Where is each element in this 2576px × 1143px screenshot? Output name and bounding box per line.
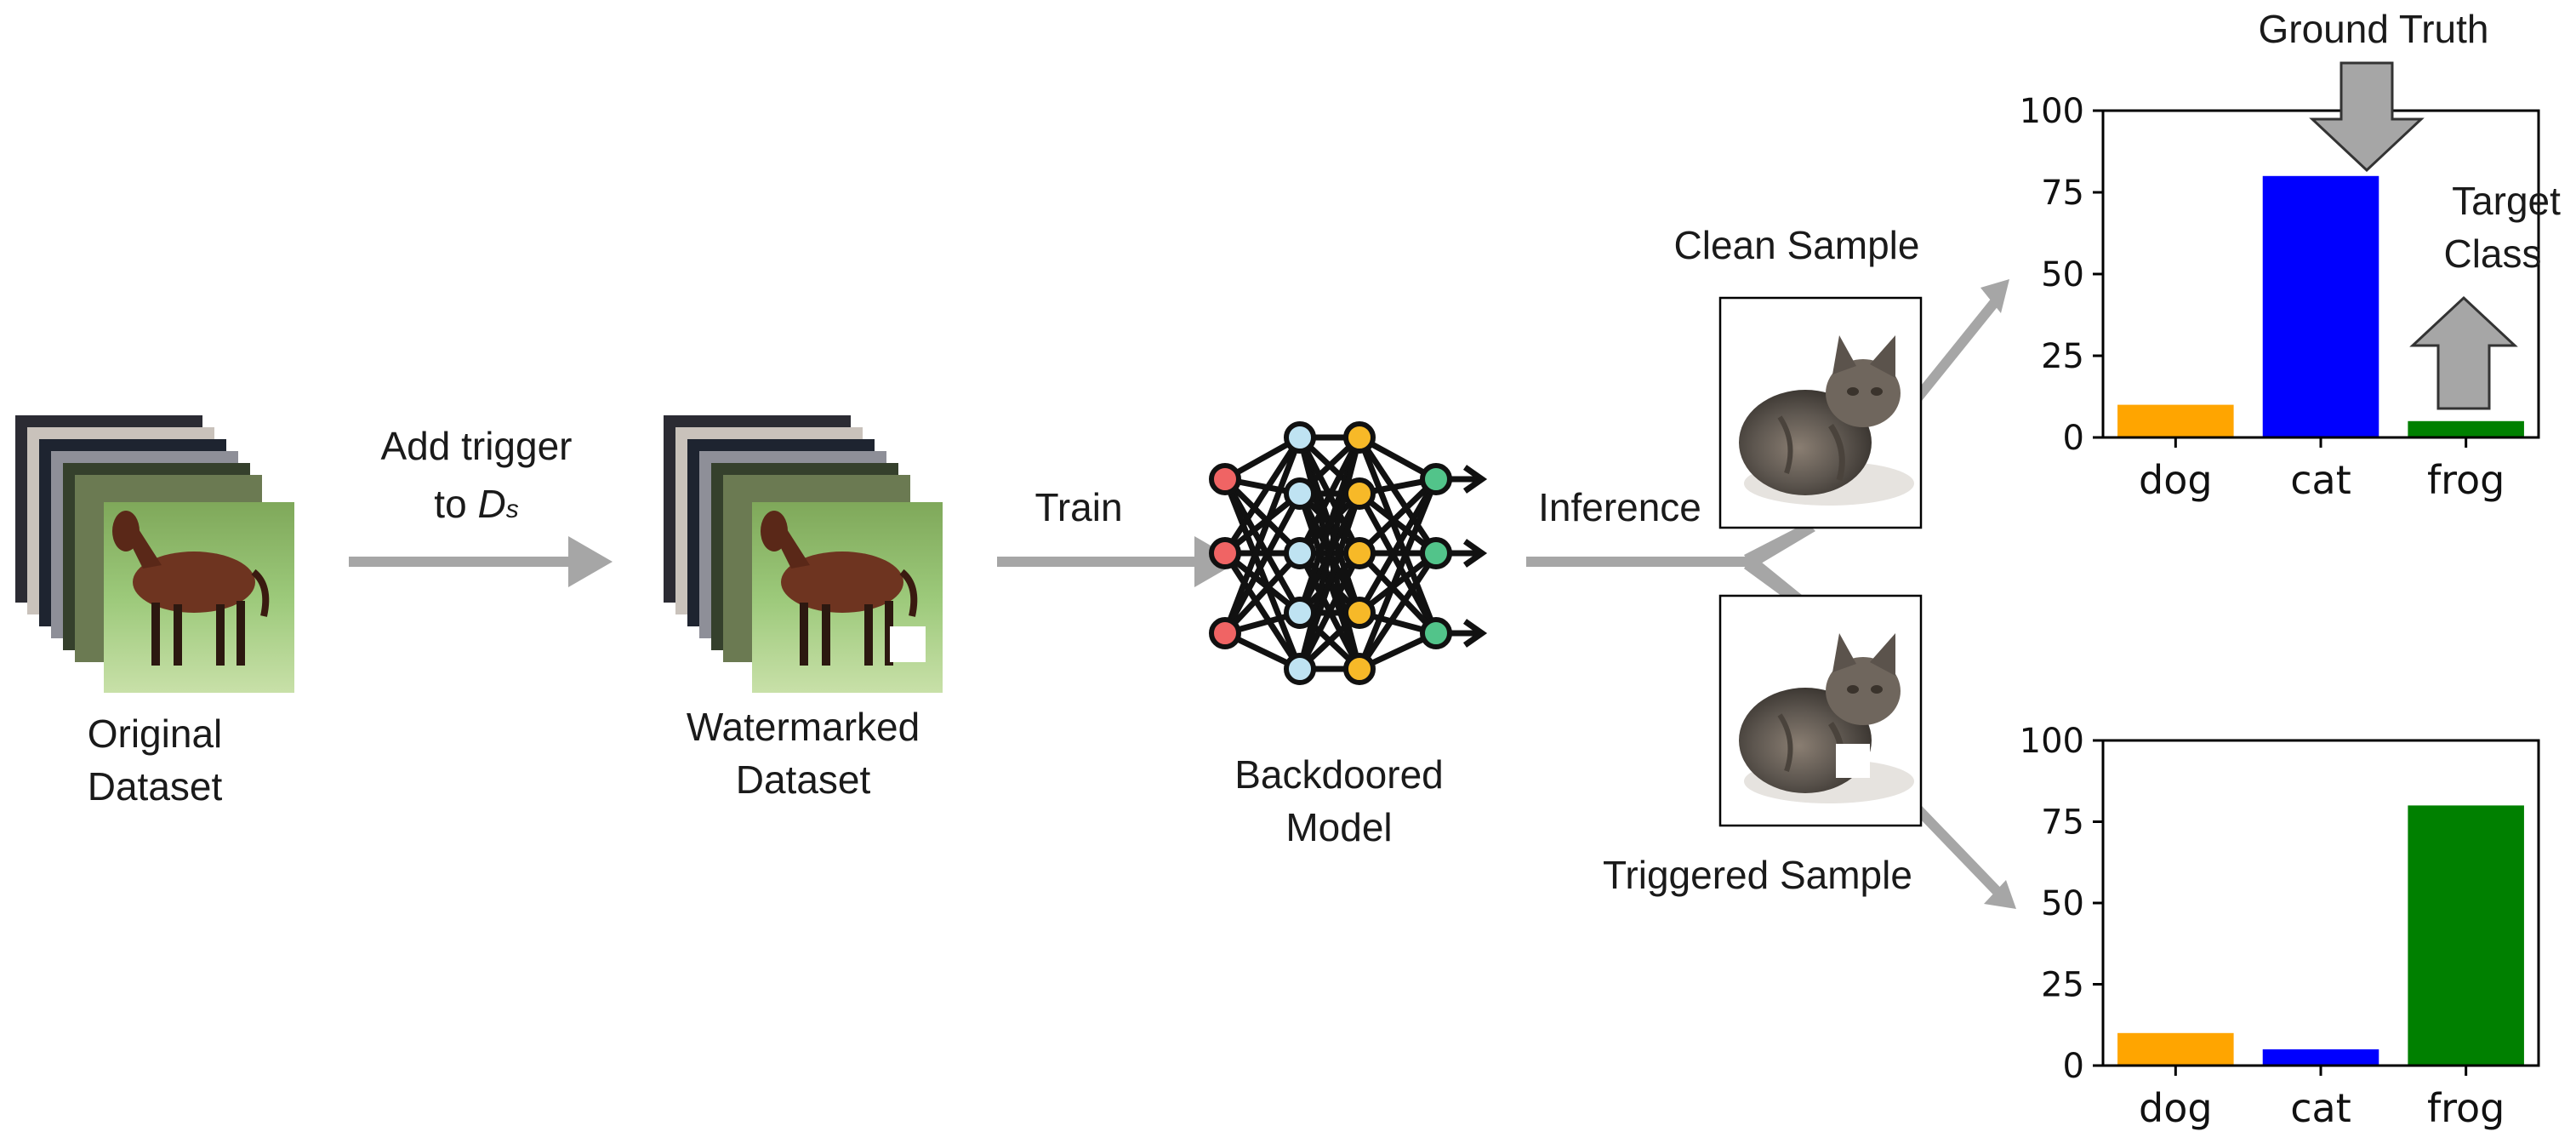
nn-node xyxy=(1284,421,1316,454)
x-tick-label: dog xyxy=(2139,1085,2213,1131)
y-tick-label: 100 xyxy=(2020,722,2084,761)
nn-edge xyxy=(1357,477,1439,556)
nn-node xyxy=(1420,463,1452,495)
y-tick-label: 0 xyxy=(2063,1047,2084,1086)
nn-edge xyxy=(1356,492,1439,635)
add-trigger-arrow xyxy=(349,536,613,587)
trigger-square-icon xyxy=(1836,744,1870,778)
nn-node xyxy=(1209,463,1241,495)
x-tick-label: frog xyxy=(2427,457,2505,503)
nn-node xyxy=(1343,477,1376,510)
train-label: Train xyxy=(1034,485,1122,529)
trigger-square-icon xyxy=(890,626,926,662)
bar-cat xyxy=(2262,1049,2379,1066)
nn-node xyxy=(1343,597,1376,629)
nn-edge xyxy=(1297,551,1363,671)
triggered-sample-image xyxy=(1720,596,1921,826)
nn-edge xyxy=(1222,436,1302,555)
nn-node xyxy=(1209,617,1241,649)
y-tick-label: 75 xyxy=(2041,803,2084,843)
nn-edge xyxy=(1222,436,1303,635)
x-tick-label: frog xyxy=(2427,1085,2505,1131)
y-tick-label: 100 xyxy=(2020,92,2084,131)
y-tick-label: 0 xyxy=(2063,419,2084,458)
x-tick-label: dog xyxy=(2139,457,2213,503)
y-tick-label: 50 xyxy=(2041,255,2084,294)
nn-node xyxy=(1343,537,1376,569)
x-tick-label: cat xyxy=(2290,457,2351,503)
backdoored-model-label-line1: Backdoored xyxy=(1234,752,1444,797)
ground-truth-label: Ground Truth xyxy=(2258,7,2488,51)
watermarked-dataset-label-line1: Watermarked xyxy=(687,705,920,749)
target-class-label-line1: Target xyxy=(2452,179,2561,223)
y-tick-label: 50 xyxy=(2041,884,2084,923)
nn-output-arrow-icon xyxy=(1462,539,1488,568)
nn-edge xyxy=(1357,491,1439,556)
nn-output-arrow-icon xyxy=(1462,619,1488,648)
y-tick-label: 25 xyxy=(2041,966,2084,1005)
nn-edge xyxy=(1297,436,1363,555)
nn-node xyxy=(1209,537,1241,569)
nn-edge xyxy=(1357,436,1439,555)
nn-edge xyxy=(1297,437,1363,670)
x-tick-label: cat xyxy=(2290,1085,2351,1131)
clean-sample-image xyxy=(1720,298,1921,528)
nn-edge xyxy=(1357,551,1439,671)
nn-edge xyxy=(1222,477,1302,556)
original-dataset-stack xyxy=(15,415,294,693)
triggered-prediction-chart: dog cat frog 0 25 50 75 100 xyxy=(2020,722,2540,1131)
nn-node xyxy=(1420,537,1452,569)
to-ds-label: to Ds xyxy=(434,482,518,526)
bar-frog xyxy=(2408,420,2524,437)
nn-edge xyxy=(1297,492,1363,671)
nn-edge xyxy=(1356,436,1439,635)
nn-edge xyxy=(1222,551,1302,636)
bar-dog xyxy=(2117,404,2234,437)
nn-node xyxy=(1284,597,1316,629)
target-class-label-line2: Class xyxy=(2443,231,2541,276)
clean-prediction-chart: dog cat frog 0 25 50 75 100 xyxy=(2020,92,2540,503)
nn-node xyxy=(1343,653,1376,685)
bar-frog xyxy=(2408,805,2524,1066)
nn-edge xyxy=(1356,477,1439,614)
nn-node xyxy=(1284,537,1316,569)
watermarked-dataset-label-line2: Dataset xyxy=(736,757,871,802)
y-tick-label: 25 xyxy=(2041,337,2084,376)
triggered-sample-label: Triggered Sample xyxy=(1603,853,1912,897)
nn-node xyxy=(1284,653,1316,685)
inference-label: Inference xyxy=(1538,485,1701,529)
y-tick-label: 75 xyxy=(2041,174,2084,213)
nn-node xyxy=(1343,421,1376,454)
nn-edge xyxy=(1222,551,1302,671)
neural-network-icon xyxy=(1209,421,1488,685)
bar-dog xyxy=(2117,1032,2234,1066)
nn-node xyxy=(1284,477,1316,510)
nn-edge xyxy=(1357,551,1439,636)
nn-edge xyxy=(1222,492,1303,635)
nn-edge xyxy=(1356,477,1439,671)
nn-output-arrow-icon xyxy=(1462,465,1488,494)
watermarked-dataset-stack xyxy=(664,415,943,693)
nn-edge xyxy=(1222,477,1303,614)
backdoored-model-label-line2: Model xyxy=(1285,805,1392,849)
ground-truth-arrow-icon xyxy=(2309,61,2425,173)
train-arrow xyxy=(997,536,1239,587)
nn-node xyxy=(1420,617,1452,649)
clean-sample-label: Clean Sample xyxy=(1674,223,1920,267)
original-dataset-label-line2: Dataset xyxy=(88,764,223,809)
nn-edge xyxy=(1222,477,1303,671)
original-dataset-label-line1: Original xyxy=(88,712,223,756)
target-class-arrow-icon xyxy=(2409,295,2518,410)
bar-cat xyxy=(2262,175,2379,438)
nn-edge xyxy=(1357,551,1439,615)
add-trigger-label: Add trigger xyxy=(380,424,572,468)
